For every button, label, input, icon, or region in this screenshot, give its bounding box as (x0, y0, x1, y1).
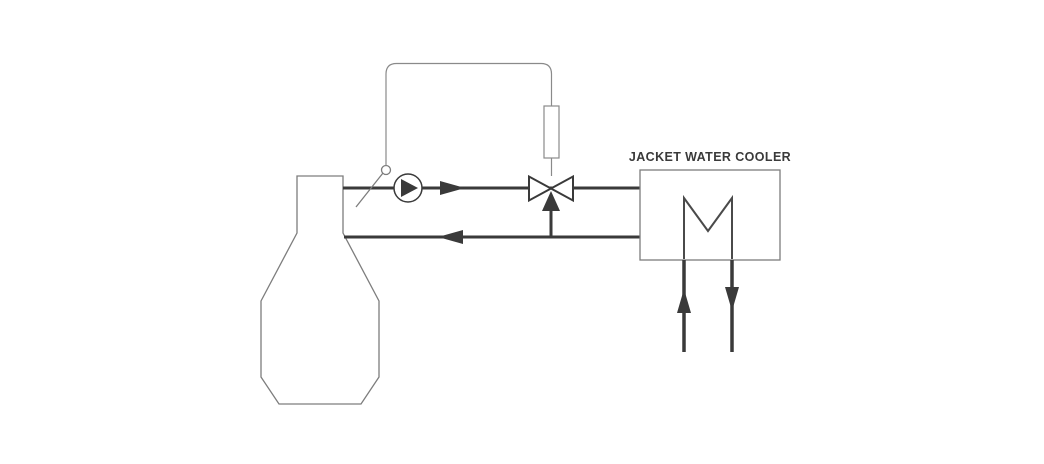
cooler-label: JACKET WATER COOLER (629, 150, 791, 164)
valve-right-triangle (548, 174, 574, 203)
sensor-bulb-circle (380, 164, 392, 176)
circulation-pump-icon (393, 173, 423, 203)
inlet-flow-arrow-icon (677, 289, 691, 313)
valve-bottom-triangle (542, 191, 560, 211)
pump-impeller-triangle (401, 179, 418, 197)
supply-flow-arrow-icon (440, 181, 465, 195)
cooler-box (639, 169, 781, 261)
outlet-flow-arrow-icon (725, 287, 739, 311)
temperature-sensor-icon (355, 164, 392, 208)
heat-exchanger-coil-icon (683, 194, 733, 259)
sensor-probe-line (355, 172, 384, 208)
three-way-valve-icon (528, 174, 574, 211)
control-capillary-line (385, 62, 553, 176)
valve-left-triangle (528, 174, 554, 203)
thermostatic-element-icon (543, 105, 560, 159)
return-flow-arrow-icon (438, 230, 463, 244)
engine-body-shape (260, 175, 380, 405)
